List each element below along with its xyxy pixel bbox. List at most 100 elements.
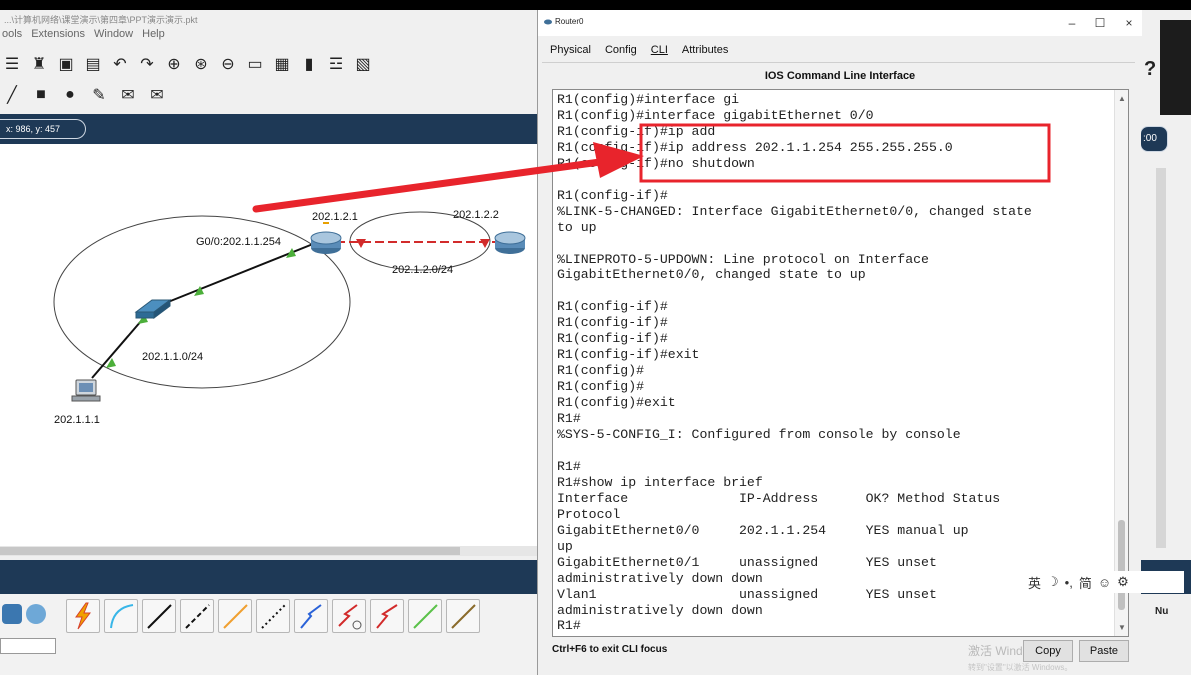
menu-extensions[interactable]: Extensions bbox=[31, 28, 85, 40]
iot-custom-cable-button[interactable] bbox=[446, 599, 480, 633]
main-toolbar: ☰ ♜ ▣ ▤ ↶ ↷ ⊕ ⊛ ⊖ ▭ ▦ ▮ ☲ ▧ bbox=[0, 50, 540, 78]
topology-canvas[interactable]: 202.1.1.1 202.1.1.0/24 G0/0:202.1.1.254 … bbox=[0, 144, 538, 556]
cloud-icon[interactable] bbox=[26, 604, 46, 624]
terminal-line: administratively down down bbox=[557, 602, 763, 618]
terminal-line: R1(config-if)# bbox=[557, 299, 668, 315]
serial-dce-cable-button[interactable] bbox=[332, 599, 366, 633]
config-tabs: Physical Config CLI Attributes bbox=[550, 44, 728, 62]
link-up-indicator bbox=[138, 314, 148, 324]
pc-ip-label: 202.1.1.1 bbox=[54, 414, 100, 426]
ime-moon-icon[interactable]: ☽ bbox=[1047, 574, 1059, 589]
help-question-icon[interactable]: ? bbox=[1144, 58, 1157, 80]
view-icon[interactable]: ☲ bbox=[328, 56, 344, 73]
ime-toolbar: 英 ☽ •, 简 ☺ ⚙ bbox=[1024, 571, 1184, 593]
serial-dte-cable-button[interactable] bbox=[370, 599, 404, 633]
router-r1-icon[interactable] bbox=[310, 231, 342, 254]
custom-device-icon[interactable]: ▦ bbox=[274, 56, 290, 73]
maximize-button[interactable]: ☐ bbox=[1094, 16, 1106, 30]
redo-icon[interactable]: ↷ bbox=[140, 56, 154, 73]
coaxial-cable-button[interactable] bbox=[294, 599, 328, 633]
zoom-out-icon[interactable]: ⊖ bbox=[221, 56, 235, 73]
copy-button[interactable]: Copy bbox=[1023, 640, 1073, 662]
rectangle-tool-icon[interactable]: ■ bbox=[36, 86, 46, 103]
tab-attributes[interactable]: Attributes bbox=[681, 44, 729, 56]
scroll-up-icon[interactable]: ▲ bbox=[1118, 94, 1126, 103]
realtime-clock: :00 bbox=[1140, 126, 1168, 152]
undo-icon[interactable]: ↶ bbox=[113, 56, 127, 73]
switch-icon[interactable] bbox=[134, 299, 172, 319]
octal-cable-button[interactable] bbox=[408, 599, 442, 633]
canvas-horizontal-scrollbar[interactable] bbox=[0, 546, 538, 556]
tab-cli[interactable]: CLI bbox=[650, 44, 668, 56]
straight-through-cable-button[interactable] bbox=[142, 599, 176, 633]
lan2-network-label: 202.1.2.0/24 bbox=[392, 264, 453, 276]
link-up-indicator bbox=[194, 286, 204, 296]
ime-emoji-icon[interactable]: ☺ bbox=[1097, 574, 1112, 590]
ime-punctuation-icon[interactable]: •, bbox=[1064, 574, 1073, 590]
inspect-icon[interactable]: ☰ bbox=[4, 56, 20, 73]
terminal-line: GigabitEthernet0/1 unassigned YES unset bbox=[557, 554, 937, 570]
crossover-cable-button[interactable] bbox=[180, 599, 214, 633]
window-title-text: Router0 bbox=[555, 17, 584, 26]
console-cable-button[interactable] bbox=[104, 599, 138, 633]
terminal-scroll-thumb[interactable] bbox=[1118, 520, 1125, 610]
ellipse-tool-icon[interactable]: ● bbox=[65, 86, 75, 103]
terminal-line: R1(config-if)#no shutdown bbox=[557, 155, 755, 171]
zoom-reset-icon[interactable]: ⊛ bbox=[194, 56, 208, 73]
router-interface-label: G0/0:202.1.1.254 bbox=[196, 236, 281, 248]
terminal-line: R1(config-if)# bbox=[557, 187, 668, 203]
router-activity-marker bbox=[323, 222, 329, 224]
ime-language-toggle[interactable]: 英 bbox=[1028, 575, 1042, 591]
terminal-line: GigabitEthernet0/0 202.1.1.254 YES manua… bbox=[557, 522, 969, 538]
fiber-cable-button[interactable] bbox=[218, 599, 252, 633]
canvas-vertical-scrollbar[interactable] bbox=[1156, 168, 1166, 548]
cli-focus-hint: Ctrl+F6 to exit CLI focus bbox=[552, 644, 668, 655]
zoom-in-icon[interactable]: ⊕ bbox=[167, 56, 181, 73]
terminal-scrollbar[interactable]: ▲ ▼ bbox=[1114, 90, 1128, 636]
menu-help[interactable]: Help bbox=[142, 28, 165, 40]
image-icon[interactable]: ▧ bbox=[355, 56, 371, 73]
windows-activation-subtext: 转到"设置"以激活 Windows。 bbox=[968, 663, 1073, 672]
terminal-line bbox=[557, 236, 1113, 252]
phone-cable-button[interactable] bbox=[256, 599, 290, 633]
scroll-down-icon[interactable]: ▼ bbox=[1118, 623, 1126, 632]
pc-icon[interactable] bbox=[71, 379, 101, 402]
copy-icon[interactable]: ▣ bbox=[58, 56, 74, 73]
window-titlebar[interactable]: Router0 – ☐ × bbox=[538, 10, 1142, 36]
terminal-line: administratively down down bbox=[557, 570, 763, 586]
main-window-title: ...\计算机网络\课堂演示\第四章\PPT演示演示.pkt bbox=[4, 15, 198, 25]
notes-icon[interactable]: ▮ bbox=[304, 56, 314, 73]
menu-bar: ools Extensions Window Help bbox=[0, 28, 540, 46]
device-search-field[interactable] bbox=[0, 638, 56, 654]
paste-icon[interactable]: ▤ bbox=[85, 56, 101, 73]
terminal-line bbox=[557, 283, 1113, 299]
terminal-line: R1(config)#exit bbox=[557, 395, 676, 411]
r2-serial-ip-label: 202.1.2.2 bbox=[453, 209, 499, 221]
device-selection-panel bbox=[0, 594, 538, 675]
device-category-icon[interactable] bbox=[2, 604, 22, 624]
tab-config[interactable]: Config bbox=[604, 44, 637, 56]
cli-header: IOS Command Line Interface bbox=[764, 70, 916, 82]
lan1-network-label: 202.1.1.0/24 bbox=[142, 351, 203, 363]
tab-physical[interactable]: Physical bbox=[550, 44, 591, 56]
menu-tools[interactable]: ools bbox=[2, 28, 23, 40]
router-window-icon bbox=[544, 19, 552, 24]
right-dark-region bbox=[1160, 20, 1191, 115]
line-tool-icon[interactable]: ╱ bbox=[7, 87, 17, 104]
drawing-palette-icon[interactable]: ▭ bbox=[247, 56, 263, 73]
paste-button[interactable]: Paste bbox=[1079, 640, 1129, 662]
router-r2-icon[interactable] bbox=[494, 231, 526, 254]
minimize-button[interactable]: – bbox=[1068, 16, 1076, 30]
ime-settings-icon[interactable]: ⚙ bbox=[1117, 574, 1129, 589]
ime-simplified-toggle[interactable]: 简 bbox=[1078, 575, 1092, 591]
simple-pdu-icon[interactable]: ✉ bbox=[121, 87, 135, 104]
auto-connection-button[interactable] bbox=[66, 599, 100, 633]
activity-wizard-icon[interactable]: ♜ bbox=[31, 56, 47, 73]
menu-window[interactable]: Window bbox=[94, 28, 134, 40]
close-button[interactable]: × bbox=[1125, 16, 1133, 30]
tab-divider bbox=[542, 62, 1135, 63]
complex-pdu-icon[interactable]: ✉ bbox=[150, 87, 164, 104]
freeform-tool-icon[interactable]: ✎ bbox=[92, 87, 106, 104]
